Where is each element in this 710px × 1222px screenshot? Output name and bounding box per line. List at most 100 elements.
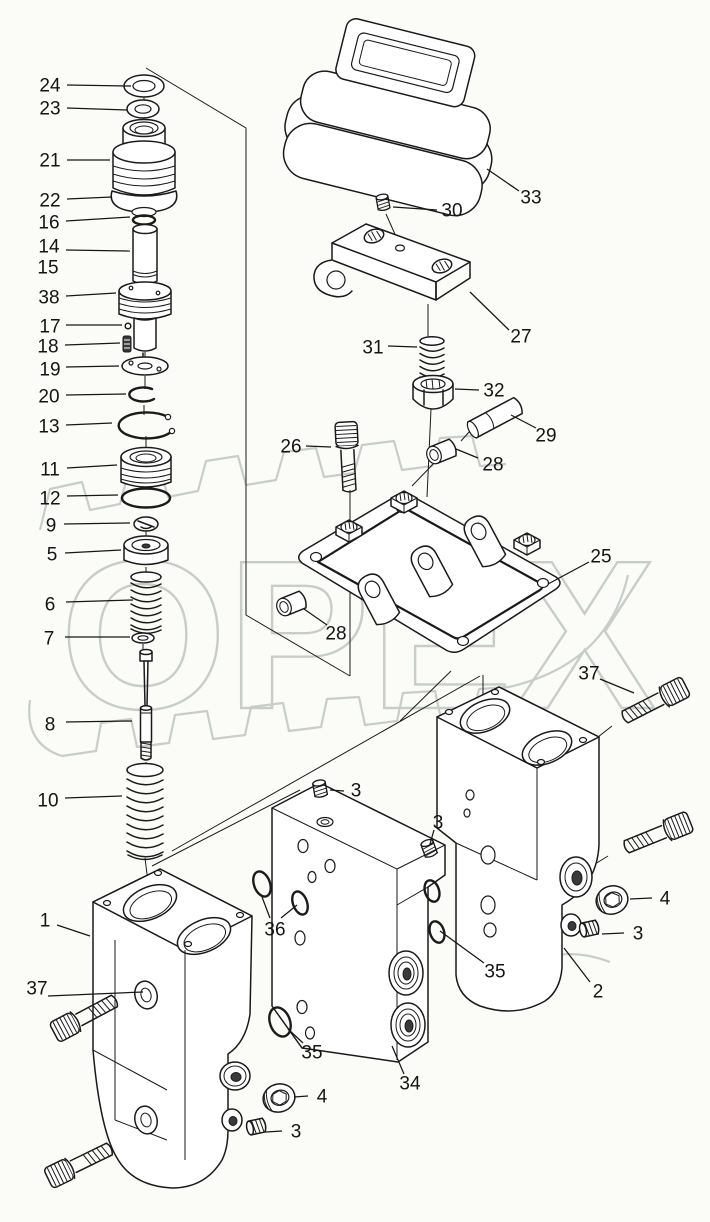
leader-line-24: [66, 84, 132, 87]
part-label-21: 21: [39, 151, 60, 172]
part-5-drawing: [123, 535, 169, 566]
leader-line-3: [429, 829, 435, 845]
leader-line-3: [329, 789, 345, 792]
leader-line-13: [65, 422, 113, 426]
part-label-11: 11: [40, 460, 60, 481]
bolt-26-drawing: [334, 420, 362, 494]
leader-line-23: [66, 107, 128, 111]
part-14-15-drawing: [132, 223, 158, 285]
port-34-upper: [388, 950, 424, 996]
leader-line-12: [66, 494, 119, 497]
leader-line-3: [265, 1130, 283, 1133]
leader-line-30: [392, 206, 438, 211]
part-label-28: 28: [482, 455, 503, 476]
leader-line-20: [65, 393, 127, 396]
leader-line-5: [64, 549, 122, 554]
leader-line-19: [65, 365, 120, 368]
part-label-22: 22: [39, 191, 60, 212]
part-6-drawing: [130, 571, 162, 634]
port-1-right: [219, 1061, 251, 1091]
top-plate-25-drawing: [298, 490, 561, 653]
part-label-28: 28: [325, 624, 346, 645]
leader-line-3: [601, 932, 625, 935]
part-label-1: 1: [40, 911, 51, 932]
part-label-34: 34: [399, 1074, 421, 1095]
plug-4-right: [591, 880, 633, 920]
part-label-14: 14: [38, 237, 60, 258]
part-label-19: 19: [39, 360, 60, 381]
part-label-33: 33: [520, 188, 541, 209]
part-label-13: 13: [38, 417, 59, 438]
part-11-drawing: [120, 446, 172, 488]
nut-32-drawing: [412, 374, 454, 410]
part-label-20: 20: [38, 387, 59, 408]
boot-33-drawing: [282, 18, 493, 217]
leader-line-34: [391, 1045, 405, 1075]
part-label-3: 3: [633, 924, 644, 945]
part-label-10: 10: [37, 791, 58, 812]
part-12-drawing: [120, 487, 172, 509]
leader-line-37: [47, 991, 144, 997]
part-label-31: 31: [362, 338, 383, 359]
part-callouts: 2423212216141538171819201311129567810137…: [26, 76, 670, 1143]
bolt-37-left-bottom: [42, 1137, 117, 1190]
leader-line-22: [66, 196, 113, 200]
port-34-lower: [390, 1002, 426, 1048]
part-10-drawing: [126, 762, 164, 861]
part-label-12: 12: [39, 489, 60, 510]
leader-line-27: [469, 291, 510, 331]
part-label-38: 38: [38, 288, 59, 309]
part-label-6: 6: [45, 595, 56, 616]
oring-35-left-drawing: [268, 1006, 292, 1038]
spring-31-drawing: [419, 336, 445, 382]
part-label-5: 5: [47, 545, 58, 566]
bolt-37-right-mid: [620, 810, 695, 859]
leader-line-1: [56, 924, 91, 937]
part-label-35: 35: [301, 1043, 322, 1064]
port-2-right: [559, 856, 593, 898]
middle-plate-34-drawing: [271, 778, 446, 1063]
part-label-32: 32: [483, 381, 504, 402]
left-stack-drawing: [110, 74, 178, 861]
leader-line-2: [563, 947, 591, 983]
right-body-2-drawing: [436, 686, 600, 1012]
leader-line-14: [65, 249, 131, 252]
oring-35-right-drawing: [423, 879, 446, 944]
bushing-28-left-drawing: [276, 590, 307, 617]
part-7-drawing: [131, 632, 155, 644]
part-label-23: 23: [39, 99, 60, 120]
leader-line-28: [455, 448, 479, 459]
boss-2-small: [560, 913, 582, 937]
part-label-35: 35: [484, 962, 505, 983]
part-21-drawing: [112, 118, 176, 196]
leader-line-28: [303, 608, 328, 626]
part-23-drawing: [126, 99, 160, 119]
leader-line-18: [64, 342, 121, 346]
part-label-24: 24: [39, 76, 61, 97]
part-label-29: 29: [535, 426, 556, 447]
part-label-9: 9: [46, 516, 57, 537]
part-label-15: 15: [37, 258, 58, 279]
part-label-4: 4: [317, 1087, 328, 1108]
part-8-drawing: [139, 648, 153, 761]
leader-line-8: [65, 720, 133, 723]
left-body-1-drawing: [92, 868, 253, 1189]
part-label-30: 30: [441, 201, 462, 222]
oring-36-drawing: [252, 870, 309, 916]
part-19-drawing: [121, 356, 169, 376]
leader-line-26: [305, 445, 332, 448]
leader-line-25: [547, 561, 590, 585]
set-screw-3-left: [244, 1117, 268, 1137]
leader-line-36: [280, 904, 298, 919]
part-17-drawing: [124, 322, 132, 330]
part-13-drawing: [117, 411, 176, 440]
part-label-27: 27: [510, 327, 531, 348]
part-label-37: 37: [578, 664, 599, 685]
watermark-gear-bottom: [61, 685, 510, 758]
part-22-drawing: [110, 190, 178, 218]
part-label-26: 26: [280, 437, 301, 458]
leader-line-35: [439, 930, 485, 964]
leader-line-10: [64, 795, 123, 799]
leader-line-4: [293, 1095, 309, 1098]
